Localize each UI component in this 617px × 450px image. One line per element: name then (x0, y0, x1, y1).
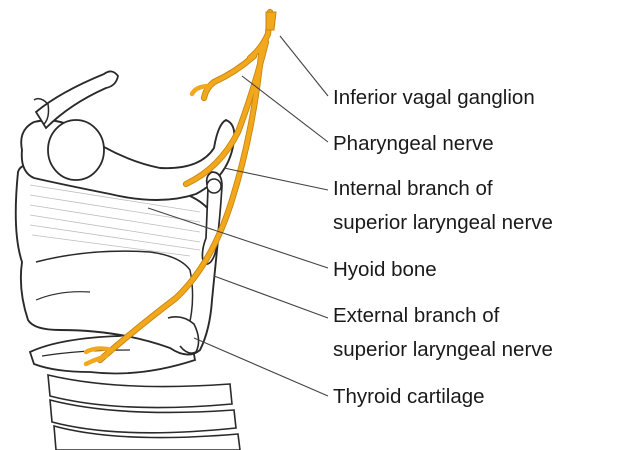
label-external-branch-line1: External branch of (333, 304, 499, 328)
corniculate (207, 179, 221, 193)
label-internal-branch-line2: superior laryngeal nerve (333, 211, 553, 235)
leader-inferior-vagal-ganglion (280, 36, 328, 96)
label-inferior-vagal-ganglion: Inferior vagal ganglion (333, 86, 535, 110)
epiglottis (48, 120, 104, 180)
leader-external-branch (214, 276, 328, 318)
label-external-branch-line2: superior laryngeal nerve (333, 338, 553, 362)
label-thyroid-cartilage: Thyroid cartilage (333, 385, 485, 409)
vagus-top (266, 12, 276, 30)
label-internal-branch-line1: Internal branch of (333, 177, 493, 201)
trachea-ring (48, 375, 232, 408)
trachea (48, 375, 240, 450)
label-pharyngeal-nerve: Pharyngeal nerve (333, 132, 494, 156)
label-hyoid-bone: Hyoid bone (333, 258, 437, 282)
